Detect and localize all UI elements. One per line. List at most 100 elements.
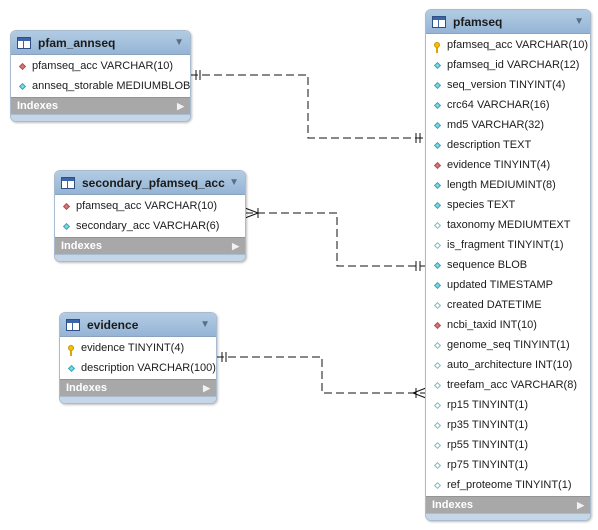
column-row[interactable]: pfamseq_acc VARCHAR(10) — [426, 35, 590, 55]
not-null-column-icon — [431, 101, 443, 109]
not-null-column-icon — [65, 364, 77, 372]
column-row[interactable]: secondary_acc VARCHAR(6) — [55, 216, 245, 236]
column-label: taxonomy MEDIUMTEXT — [447, 219, 571, 231]
table-secondary-pfamseq-acc[interactable]: secondary_pfamseq_acc ▼ pfamseq_acc VARC… — [54, 170, 246, 262]
column-row[interactable]: auto_architecture INT(10) — [426, 355, 590, 375]
crowfoot-marker — [412, 387, 427, 399]
column-row[interactable]: pfamseq_id VARCHAR(12) — [426, 55, 590, 75]
expand-arrow-icon[interactable]: ▶ — [203, 382, 210, 393]
table-icon — [17, 36, 31, 49]
column-row[interactable]: description VARCHAR(100) — [60, 358, 216, 378]
nullable-column-icon — [431, 441, 443, 449]
expand-arrow-icon[interactable]: ▶ — [232, 240, 239, 251]
column-row[interactable]: rp15 TINYINT(1) — [426, 395, 590, 415]
indexes-bar[interactable]: Indexes ▶ — [55, 237, 245, 254]
column-row[interactable]: pfamseq_acc VARCHAR(10) — [11, 56, 190, 76]
column-row[interactable]: is_fragment TINYINT(1) — [426, 235, 590, 255]
column-row[interactable]: updated TIMESTAMP — [426, 275, 590, 295]
one-mandatory-marker — [195, 70, 201, 80]
not-null-column-icon — [431, 261, 443, 269]
column-row[interactable]: genome_seq TINYINT(1) — [426, 335, 590, 355]
table-icon — [66, 318, 80, 331]
foreign-key-icon — [431, 161, 443, 169]
not-null-column-icon — [16, 82, 28, 90]
column-row[interactable]: ncbi_taxid INT(10) — [426, 315, 590, 335]
column-label: md5 VARCHAR(32) — [447, 119, 544, 131]
expand-arrow-icon[interactable]: ▶ — [177, 100, 184, 111]
primary-key-icon — [431, 42, 443, 53]
not-null-column-icon — [431, 61, 443, 69]
indexes-label: Indexes — [61, 240, 102, 252]
one-mandatory-marker — [415, 133, 421, 143]
one-mandatory-marker — [221, 352, 227, 362]
table-header[interactable]: pfam_annseq ▼ — [11, 31, 190, 55]
not-null-column-icon — [60, 222, 72, 230]
indexes-label: Indexes — [432, 499, 473, 511]
foreign-key-icon — [60, 202, 72, 210]
column-row[interactable]: rp55 TINYINT(1) — [426, 435, 590, 455]
relationship-pfam-annseq-pfamseq[interactable] — [190, 74, 426, 139]
column-row[interactable]: length MEDIUMINT(8) — [426, 175, 590, 195]
nullable-column-icon — [431, 461, 443, 469]
column-row[interactable]: sequence BLOB — [426, 255, 590, 275]
indexes-bar[interactable]: Indexes ▶ — [426, 496, 590, 513]
table-header[interactable]: evidence ▼ — [60, 313, 216, 337]
not-null-column-icon — [431, 181, 443, 189]
column-label: pfamseq_acc VARCHAR(10) — [447, 39, 589, 51]
table-name: evidence — [87, 317, 139, 332]
not-null-column-icon — [431, 201, 443, 209]
table-evidence[interactable]: evidence ▼ evidence TINYINT(4) descripti… — [59, 312, 217, 404]
column-row[interactable]: pfamseq_acc VARCHAR(10) — [55, 196, 245, 216]
table-header[interactable]: pfamseq ▼ — [426, 10, 590, 34]
collapse-arrow-icon[interactable]: ▼ — [574, 16, 584, 27]
column-row[interactable]: created DATETIME — [426, 295, 590, 315]
column-label: genome_seq TINYINT(1) — [447, 339, 570, 351]
column-label: secondary_acc VARCHAR(6) — [76, 220, 220, 232]
table-icon — [432, 15, 446, 28]
table-footer — [60, 396, 216, 403]
column-label: evidence TINYINT(4) — [81, 342, 185, 354]
column-label: rp35 TINYINT(1) — [447, 419, 529, 431]
column-row[interactable]: rp35 TINYINT(1) — [426, 415, 590, 435]
table-pfam-annseq[interactable]: pfam_annseq ▼ pfamseq_acc VARCHAR(10) an… — [10, 30, 191, 122]
nullable-column-icon — [431, 301, 443, 309]
column-row[interactable]: ref_proteome TINYINT(1) — [426, 475, 590, 495]
table-footer — [55, 254, 245, 261]
table-footer — [426, 513, 590, 520]
column-row[interactable]: crc64 VARCHAR(16) — [426, 95, 590, 115]
column-label: updated TIMESTAMP — [447, 279, 553, 291]
column-row[interactable]: md5 VARCHAR(32) — [426, 115, 590, 135]
column-row[interactable]: taxonomy MEDIUMTEXT — [426, 215, 590, 235]
column-label: rp55 TINYINT(1) — [447, 439, 529, 451]
indexes-bar[interactable]: Indexes▶ — [60, 379, 216, 396]
collapse-arrow-icon[interactable]: ▼ — [229, 177, 239, 188]
expand-arrow-icon[interactable]: ▶ — [577, 499, 584, 510]
column-row[interactable]: evidence TINYINT(4) — [426, 155, 590, 175]
column-row[interactable]: seq_version TINYINT(4) — [426, 75, 590, 95]
column-row[interactable]: rp75 TINYINT(1) — [426, 455, 590, 475]
table-name: pfam_annseq — [38, 35, 116, 50]
nullable-column-icon — [431, 381, 443, 389]
table-pfamseq[interactable]: pfamseq ▼ pfamseq_acc VARCHAR(10) pfamse… — [425, 9, 591, 521]
table-footer — [11, 114, 190, 121]
column-row[interactable]: treefam_acc VARCHAR(8) — [426, 375, 590, 395]
collapse-arrow-icon[interactable]: ▼ — [200, 319, 210, 330]
column-row[interactable]: evidence TINYINT(4) — [60, 338, 216, 358]
table-name: pfamseq — [453, 14, 503, 29]
column-label: is_fragment TINYINT(1) — [447, 239, 564, 251]
column-row[interactable]: species TEXT — [426, 195, 590, 215]
foreign-key-icon — [431, 321, 443, 329]
column-label: sequence BLOB — [447, 259, 528, 271]
crowfoot-marker — [244, 207, 259, 219]
table-header[interactable]: secondary_pfamseq_acc ▼ — [55, 171, 245, 195]
relationship-evidence-pfamseq[interactable] — [216, 356, 426, 394]
relationship-secondary-pfamseq[interactable] — [245, 212, 426, 267]
collapse-arrow-icon[interactable]: ▼ — [174, 37, 184, 48]
not-null-column-icon — [431, 81, 443, 89]
indexes-bar[interactable]: Indexes▶ — [11, 97, 190, 114]
column-label: pfamseq_acc VARCHAR(10) — [32, 60, 174, 72]
not-null-column-icon — [431, 141, 443, 149]
column-row[interactable]: description TEXT — [426, 135, 590, 155]
column-row[interactable]: annseq_storable MEDIUMBLOB — [11, 76, 190, 96]
